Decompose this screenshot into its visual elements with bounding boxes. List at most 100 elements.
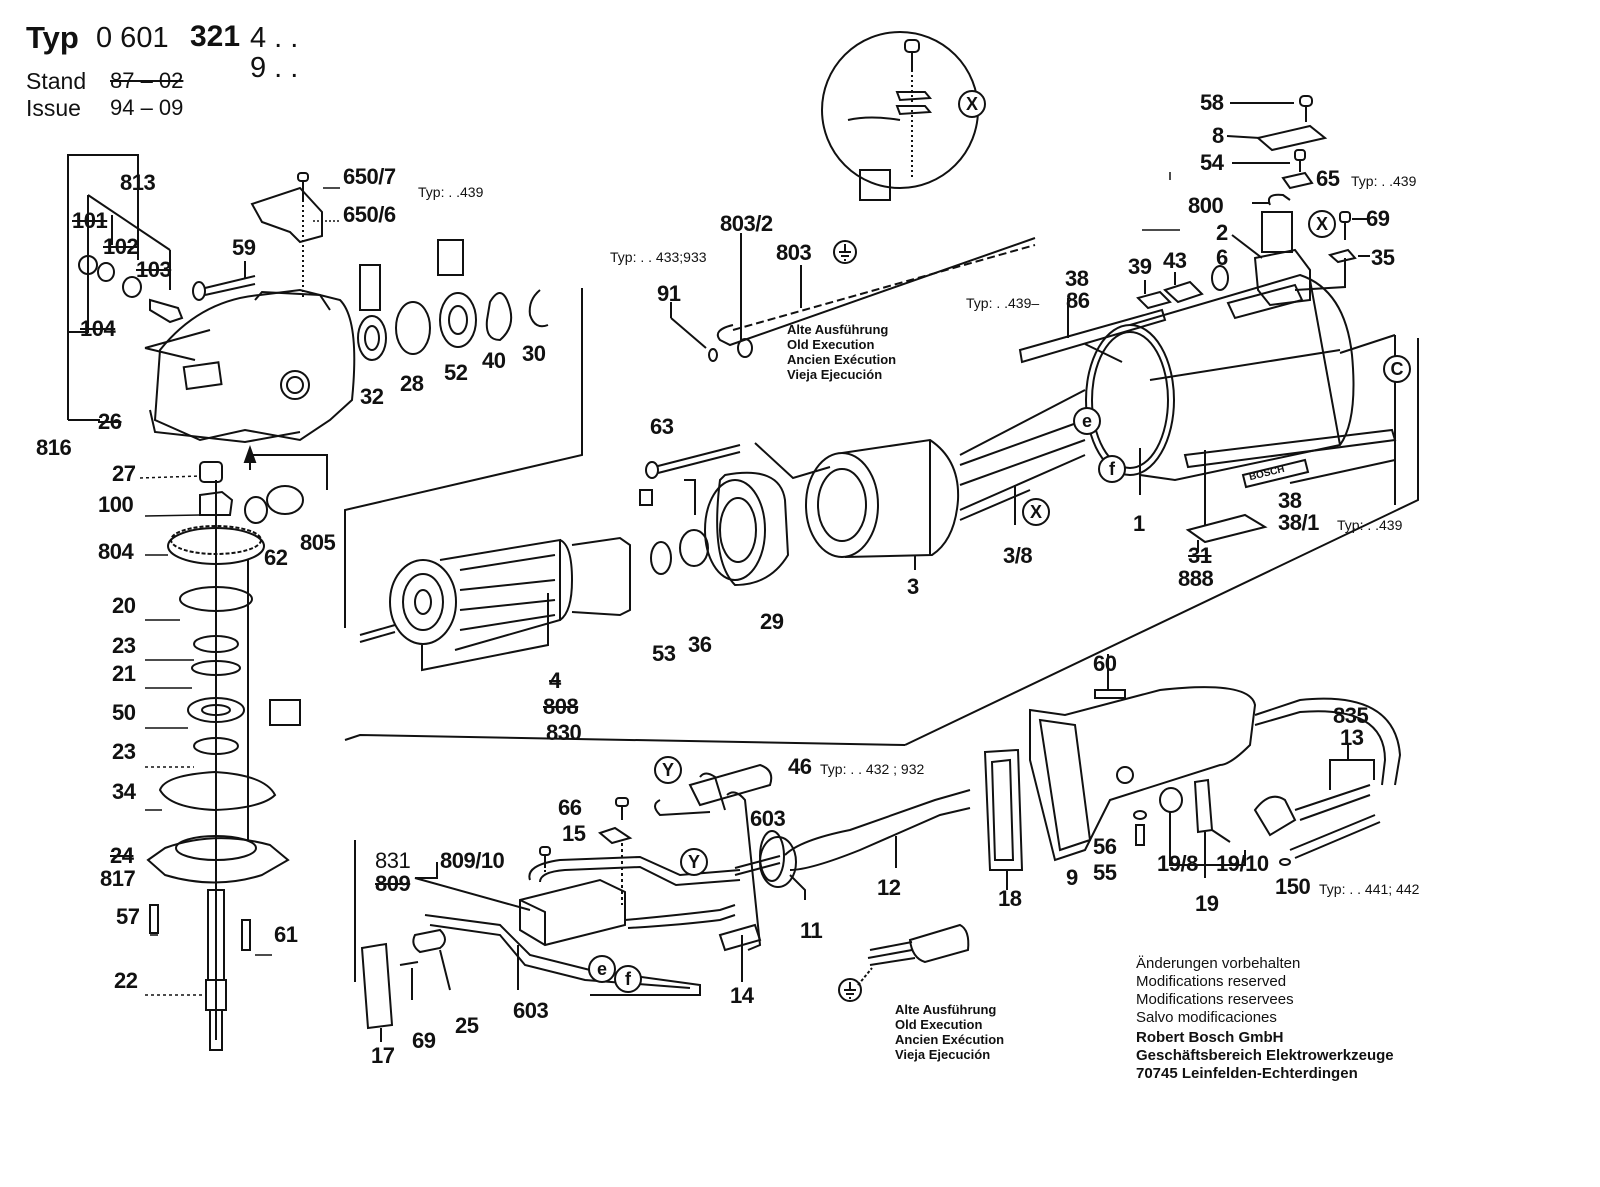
screw-19-10 (1211, 829, 1231, 843)
part-label-803-2[interactable]: 803/2 (720, 211, 773, 236)
part-label-816[interactable]: 816 (36, 435, 72, 460)
part-label-50[interactable]: 50 (112, 700, 136, 725)
part-label-54[interactable]: 54 (1200, 150, 1224, 175)
part-label-38-lower[interactable]: 38 (1278, 488, 1302, 513)
part-label-86[interactable]: 86 (1066, 288, 1090, 313)
part-label-58[interactable]: 58 (1200, 90, 1224, 115)
part-label-69-top[interactable]: 69 (1366, 206, 1390, 231)
part-label-23-upper[interactable]: 23 (112, 633, 136, 658)
part-label-603-lower[interactable]: 603 (513, 998, 549, 1023)
part-label-3-8[interactable]: 3/8 (1003, 543, 1033, 568)
bracket-813-816 (67, 154, 171, 421)
part-label-34[interactable]: 34 (112, 779, 136, 804)
part-label-6[interactable]: 6 (1216, 245, 1228, 270)
part-label-35[interactable]: 35 (1371, 245, 1395, 270)
part-label-102[interactable]: 102 (103, 234, 139, 259)
part-label-13[interactable]: 13 (1340, 725, 1364, 750)
part-label-835[interactable]: 835 (1333, 703, 1369, 728)
assembly-bracket (344, 288, 583, 628)
part-label-813[interactable]: 813 (120, 170, 156, 195)
part-label-150[interactable]: 150 (1275, 874, 1311, 899)
part-label-14[interactable]: 14 (730, 983, 754, 1008)
part-label-650-7[interactable]: 650/7 (343, 164, 396, 189)
part-label-17[interactable]: 17 (371, 1043, 395, 1068)
part-label-62[interactable]: 62 (264, 545, 288, 570)
part-label-31[interactable]: 31 (1188, 543, 1212, 568)
note-line-de: Alte Ausführung (787, 322, 889, 337)
part-label-15[interactable]: 15 (562, 821, 586, 846)
part-label-24[interactable]: 24 (110, 843, 134, 868)
part-label-52[interactable]: 52 (444, 360, 468, 385)
part-label-650-6[interactable]: 650/6 (343, 202, 396, 227)
part-label-21[interactable]: 21 (112, 661, 136, 686)
part-label-888[interactable]: 888 (1178, 566, 1214, 591)
part-label-12[interactable]: 12 (877, 875, 901, 900)
part-label-57[interactable]: 57 (116, 904, 140, 929)
part-label-8[interactable]: 8 (1212, 123, 1224, 148)
part-label-800[interactable]: 800 (1188, 193, 1224, 218)
part-label-804[interactable]: 804 (98, 539, 134, 564)
part-label-19-8[interactable]: 19/8 (1157, 851, 1198, 876)
part-label-30[interactable]: 30 (522, 341, 546, 366)
part-label-809-10[interactable]: 809/10 (440, 848, 505, 873)
part-label-27[interactable]: 27 (112, 461, 136, 486)
part-label-803[interactable]: 803 (776, 240, 812, 265)
part-label-59[interactable]: 59 (232, 235, 256, 260)
part-label-104[interactable]: 104 (80, 316, 116, 341)
part-label-9[interactable]: 9 (1066, 865, 1078, 890)
part-label-53[interactable]: 53 (652, 641, 676, 666)
pinion-805 (266, 485, 304, 515)
part-label-22[interactable]: 22 (114, 968, 138, 993)
part-label-66[interactable]: 66 (558, 795, 582, 820)
part-label-19[interactable]: 19 (1195, 891, 1219, 916)
part-label-603-upper[interactable]: 603 (750, 806, 786, 831)
typ-note-150: Typ: . . 441; 442 (1319, 881, 1420, 897)
leader-lines (139, 172, 1180, 996)
part-label-2[interactable]: 2 (1216, 220, 1228, 245)
screw-66 (615, 797, 629, 807)
part-label-61[interactable]: 61 (274, 922, 298, 947)
part-label-19-10[interactable]: 19/10 (1216, 851, 1269, 876)
part-label-65[interactable]: 65 (1316, 166, 1340, 191)
part-label-32[interactable]: 32 (360, 384, 384, 409)
gear-housing (144, 288, 356, 444)
part-label-91[interactable]: 91 (657, 281, 681, 306)
part-label-18[interactable]: 18 (998, 886, 1022, 911)
cable-12 (759, 789, 971, 888)
part-label-36[interactable]: 36 (688, 632, 712, 657)
handle-9 (1029, 654, 1257, 862)
part-label-101[interactable]: 101 (72, 208, 108, 233)
part-label-38-1[interactable]: 38/1 (1278, 510, 1319, 535)
part-label-60[interactable]: 60 (1093, 651, 1117, 676)
part-label-55[interactable]: 55 (1093, 860, 1117, 885)
part-label-805[interactable]: 805 (300, 530, 336, 555)
part-label-831[interactable]: 831 (375, 848, 411, 873)
part-label-817[interactable]: 817 (100, 866, 136, 891)
capacitor-46 (688, 763, 773, 807)
part-label-25[interactable]: 25 (455, 1013, 479, 1038)
part-label-28[interactable]: 28 (400, 371, 424, 396)
part-label-100[interactable]: 100 (98, 492, 134, 517)
part-label-23-lower[interactable]: 23 (112, 739, 136, 764)
part-label-808[interactable]: 808 (543, 694, 579, 719)
part-label-20[interactable]: 20 (112, 593, 136, 618)
part-label-38-top[interactable]: 38 (1065, 266, 1089, 291)
part-label-43[interactable]: 43 (1163, 248, 1187, 273)
part-label-63[interactable]: 63 (650, 414, 674, 439)
part-label-3[interactable]: 3 (907, 574, 919, 599)
part-label-11[interactable]: 11 (800, 918, 823, 943)
part-label-56[interactable]: 56 (1093, 834, 1117, 859)
part-label-69-lower[interactable]: 69 (412, 1028, 436, 1053)
part-label-29[interactable]: 29 (760, 609, 784, 634)
part-label-1[interactable]: 1 (1133, 511, 1145, 536)
part-label-103[interactable]: 103 (136, 257, 172, 282)
washer-56 (1133, 810, 1147, 820)
part-label-830[interactable]: 830 (546, 720, 582, 745)
issue-value: 94 – 09 (110, 95, 184, 120)
part-label-40[interactable]: 40 (482, 348, 506, 373)
part-label-4[interactable]: 4 (549, 668, 561, 693)
part-label-809[interactable]: 809 (375, 871, 411, 896)
part-label-39[interactable]: 39 (1128, 254, 1152, 279)
part-label-46[interactable]: 46 (788, 754, 812, 779)
part-label-26[interactable]: 26 (98, 409, 122, 434)
